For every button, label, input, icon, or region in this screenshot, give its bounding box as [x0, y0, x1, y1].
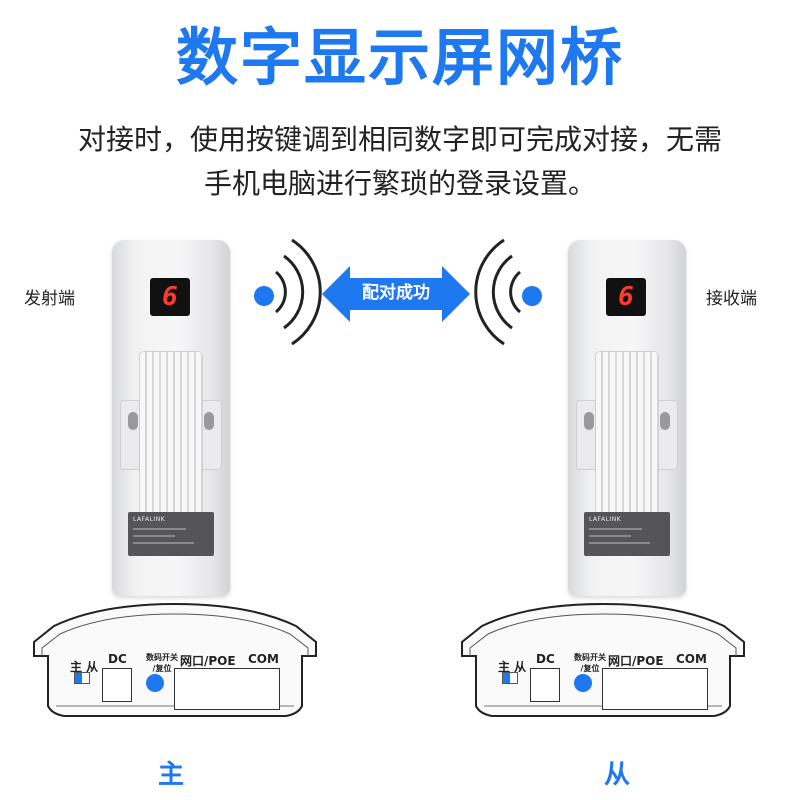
brand-name: LAFALINK: [133, 516, 166, 523]
pairing-label: 配对成功: [362, 283, 430, 303]
device-nameplate: LAFALINK: [584, 512, 670, 556]
network-port[interactable]: [174, 668, 280, 710]
nameplate-line: [133, 535, 175, 537]
receiver-label: 接收端: [706, 289, 757, 309]
dc-port[interactable]: [530, 668, 560, 702]
reset-button[interactable]: [574, 674, 592, 692]
role-master-label: 主: [158, 760, 185, 790]
description-line-2: 手机电脑进行繁琐的登录设置。: [203, 167, 596, 200]
display-digit: 6: [618, 282, 634, 312]
signal-waves-icon: [274, 238, 322, 346]
digital-display: 6: [150, 278, 190, 316]
switch-reset-label-line1: 数码开关: [574, 653, 606, 662]
mount-hole: [204, 412, 214, 430]
dc-port[interactable]: [102, 668, 132, 702]
device-nameplate: LAFALINK: [128, 512, 214, 556]
mount-hole: [660, 412, 670, 430]
com-label: COM: [676, 652, 707, 666]
master-slave-label: 主 从: [498, 660, 527, 674]
master-slave-switch[interactable]: [502, 672, 518, 684]
switch-reset-label-line2: /复位: [152, 664, 172, 673]
switch-reset-label: 数码开关 /复位: [560, 652, 620, 674]
double-arrow-icon: [322, 266, 470, 322]
transmitter-label: 发射端: [24, 289, 75, 309]
brand-name: LAFALINK: [589, 516, 622, 523]
master-slave-switch[interactable]: [74, 672, 90, 684]
port-panel-slave: 主 从 DC 数码开关 /复位 网口/POE COM: [458, 602, 748, 728]
transmitter-device: 6 LAFALINK: [112, 240, 230, 596]
mount-hole: [584, 412, 594, 430]
nameplate-line: [589, 528, 643, 530]
port-panel-master: 主 从 DC 数码开关 /复位 网口/POE COM: [30, 602, 320, 728]
switch-knob: [75, 673, 82, 683]
network-poe-label: 网口/POE: [180, 654, 236, 668]
nameplate-line: [133, 528, 187, 530]
receiver-device: 6 LAFALINK: [568, 240, 686, 596]
network-poe-label: 网口/POE: [608, 654, 664, 668]
role-slave-label: 从: [604, 760, 631, 790]
nameplate-line: [133, 542, 194, 544]
switch-reset-label: 数码开关 /复位: [132, 652, 192, 674]
cooling-fins: [140, 352, 202, 528]
switch-knob: [503, 673, 510, 683]
com-label: COM: [248, 652, 279, 666]
switch-reset-label-line1: 数码开关: [146, 653, 178, 662]
nameplate-line: [589, 535, 631, 537]
signal-waves-icon: [474, 238, 522, 346]
mount-hole: [128, 412, 138, 430]
page-title: 数字显示屏网桥: [175, 21, 624, 94]
reset-button[interactable]: [146, 674, 164, 692]
master-slave-label: 主 从: [70, 660, 99, 674]
description-line-1: 对接时，使用按键调到相同数字即可完成对接，无需: [77, 123, 722, 156]
cooling-fins: [596, 352, 658, 528]
digital-display: 6: [606, 278, 646, 316]
nameplate-line: [589, 542, 650, 544]
dc-label: DC: [536, 652, 555, 666]
network-port[interactable]: [602, 668, 708, 710]
display-digit: 6: [162, 282, 178, 312]
switch-reset-label-line2: /复位: [580, 664, 600, 673]
signal-dot: [254, 286, 274, 306]
dc-label: DC: [108, 652, 127, 666]
signal-dot: [522, 286, 542, 306]
